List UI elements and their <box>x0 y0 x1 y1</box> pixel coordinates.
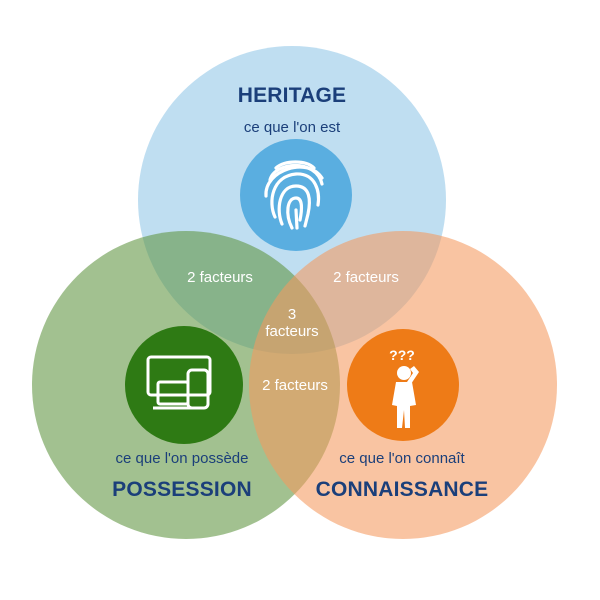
heritage-subtitle: ce que l'on est <box>243 119 341 136</box>
heritage-title: HERITAGE <box>237 84 347 107</box>
devices-icon <box>125 326 243 444</box>
overlap-heritage-connaissance-label: 2 facteurs <box>333 269 399 286</box>
overlap-all-three-number: 3 <box>287 306 297 323</box>
overlap-heritage-possession-label: 2 facteurs <box>187 269 253 286</box>
possession-subtitle: ce que l'on possède <box>115 450 249 467</box>
possession-title: POSSESSION <box>112 478 252 501</box>
connaissance-title: CONNAISSANCE <box>315 478 489 501</box>
confused-person-icon: ??? <box>347 329 459 441</box>
overlap-possession-connaissance-label: 2 facteurs <box>262 377 328 394</box>
fingerprint-icon <box>240 139 352 251</box>
question-marks: ??? <box>389 347 415 363</box>
connaissance-subtitle: ce que l'on connaît <box>339 450 465 467</box>
overlap-all-three-label: facteurs <box>265 323 319 340</box>
